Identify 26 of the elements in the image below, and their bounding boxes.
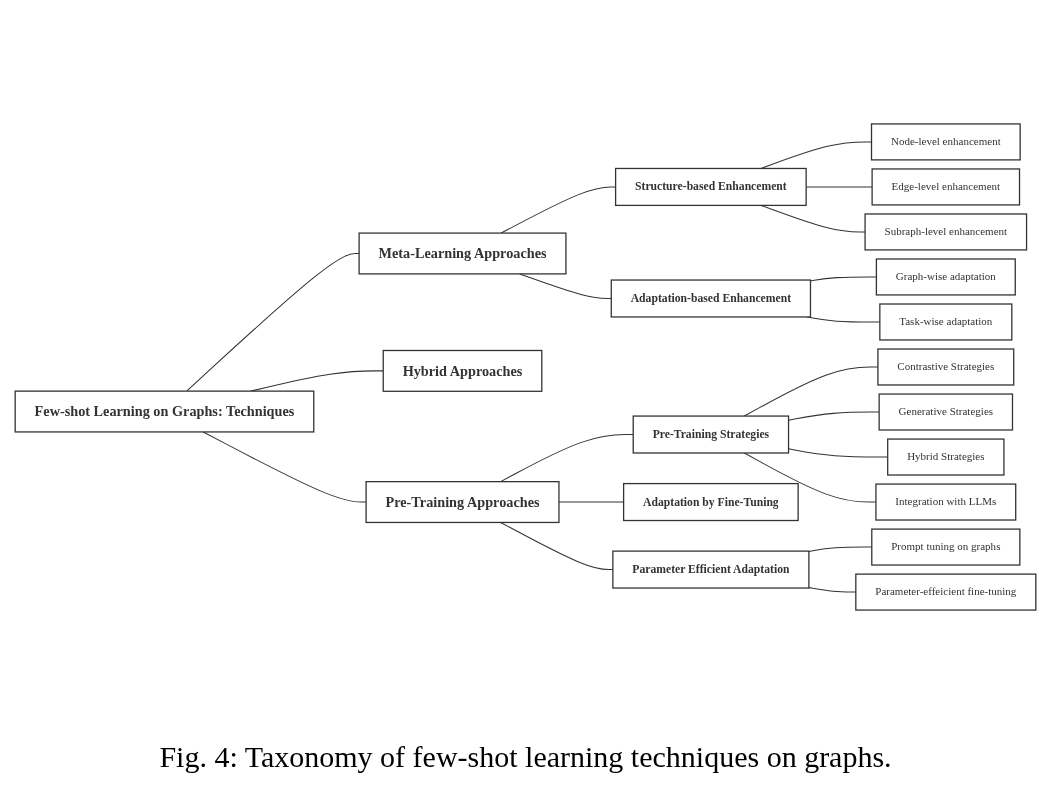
node-box: Contrastive Strategies bbox=[877, 348, 1015, 386]
connector bbox=[519, 273, 612, 299]
node-box: Node-level enhancement bbox=[870, 123, 1021, 161]
node-box: Parameter Efficient Adaptation bbox=[612, 550, 810, 589]
node-box: Pre-Training Strategies bbox=[632, 415, 790, 454]
node-box: Edge-level enhancement bbox=[871, 168, 1021, 206]
node-box: Integration with LLMs bbox=[875, 483, 1017, 521]
node-box: Few-shot Learning on Graphs: Techniques bbox=[14, 390, 315, 433]
node-box: Hybrid Approaches bbox=[382, 349, 543, 392]
node-box: Hybrid Strategies bbox=[887, 438, 1005, 476]
node-box: Generative Strategies bbox=[878, 393, 1014, 431]
figure-caption: Fig. 4: Taxonomy of few-shot learning techniques on graphs. bbox=[159, 739, 892, 775]
node-box: Adaptation by Fine-Tuning bbox=[622, 482, 799, 522]
node-box: Meta-Learning Approaches bbox=[358, 232, 567, 275]
node-box: Prompt tuning on graphs bbox=[871, 528, 1021, 566]
node-box: Structure-based Enhancement bbox=[614, 167, 807, 207]
node-box: Parameter-effeicient fine-tuning bbox=[855, 573, 1037, 611]
connector bbox=[202, 431, 367, 503]
node-box: Pre-Training Approaches bbox=[365, 481, 560, 524]
connector bbox=[186, 252, 360, 392]
node-box: Adaptation-based Enhancement bbox=[610, 279, 812, 318]
connector bbox=[788, 411, 880, 421]
node-box: Task-wise adaptation bbox=[879, 303, 1013, 341]
connector bbox=[500, 434, 634, 483]
node-box: Graph-wise adaptation bbox=[875, 258, 1016, 296]
node-box: Subraph-level enhancement bbox=[864, 213, 1028, 251]
